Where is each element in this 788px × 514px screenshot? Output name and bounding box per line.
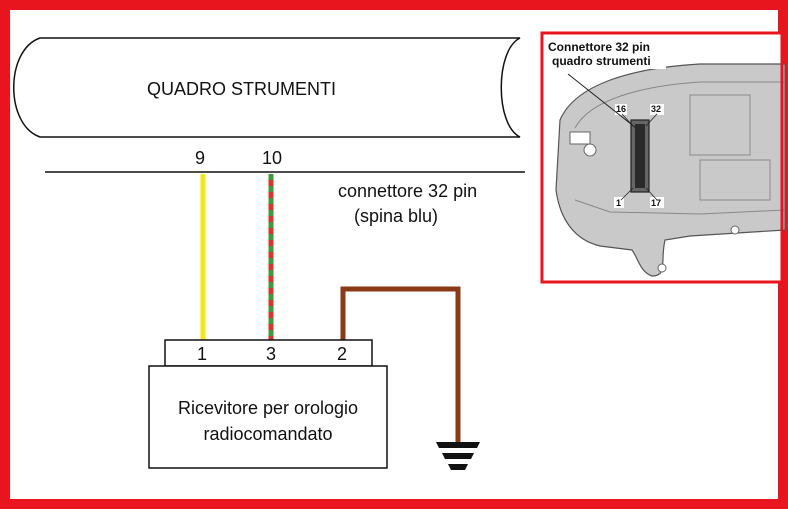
instrument-cluster-label: QUADRO STRUMENTI [147, 79, 336, 99]
instrument-cluster-box [13, 37, 521, 138]
receiver-pin-1: 1 [197, 344, 207, 364]
receiver-label: Ricevitore per orologio [178, 398, 358, 418]
inset-title: Connettore 32 pin [548, 40, 650, 54]
connector-label-sub: (spina blu) [354, 206, 438, 226]
receiver-pin-3: 3 [266, 344, 276, 364]
inset-pin-32: 32 [651, 104, 661, 114]
receiver-label-sub: radiocomandato [203, 424, 332, 444]
inset-frame [540, 31, 784, 284]
inset-photo: 16 32 1 17 Connettore 32 pin quadro stru… [542, 33, 786, 282]
receiver-box [148, 365, 388, 469]
inset-pin-1: 1 [616, 198, 621, 208]
inset-pin-17: 17 [651, 198, 661, 208]
wire-brown [340, 286, 461, 442]
ground-symbol [436, 442, 480, 470]
connector-pin-10: 10 [262, 148, 282, 168]
cluster-housing-illustration [555, 63, 786, 277]
inset-pin-16: 16 [616, 104, 626, 114]
receiver-pin-2: 2 [337, 344, 347, 364]
connector-pin-9: 9 [195, 148, 205, 168]
inset-title-sub: quadro strumenti [552, 54, 651, 68]
connector-label: connettore 32 pin [338, 181, 477, 201]
